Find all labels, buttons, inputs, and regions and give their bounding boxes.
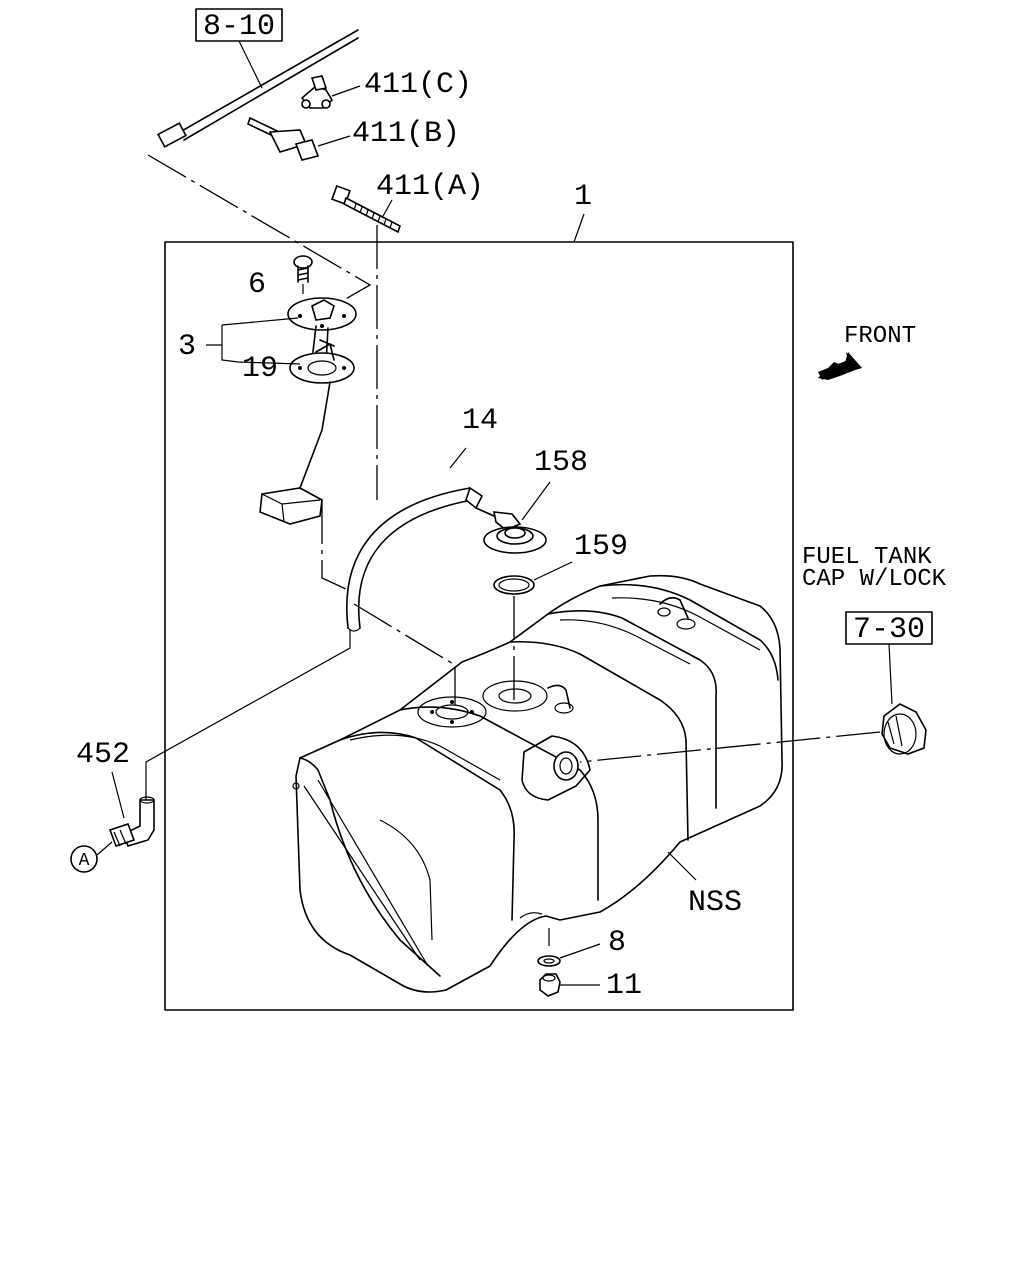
label-19: 19 — [242, 352, 278, 386]
fuel-sender-3 — [287, 297, 357, 331]
label-14: 14 — [462, 404, 498, 438]
connector-411b — [247, 116, 320, 161]
harness-clip — [157, 122, 187, 148]
gasket-159 — [493, 575, 535, 595]
cable-tie-411a — [331, 185, 401, 234]
cap-note-line2: CAP W/LOCK — [802, 566, 947, 593]
washer-8 — [537, 955, 561, 967]
label-411b: 411(B) — [352, 117, 460, 151]
assembly-frame — [164, 241, 794, 1011]
screw-6 — [293, 255, 313, 283]
circle-a-icon: A — [70, 845, 98, 873]
label-3: 3 — [178, 330, 196, 364]
label-411c: 411(C) — [364, 68, 472, 102]
label-nss: NSS — [688, 886, 742, 920]
label-11: 11 — [606, 969, 642, 1003]
float-arm — [299, 381, 331, 489]
label-159: 159 — [574, 530, 628, 564]
fuel-float — [259, 487, 323, 525]
label-452: 452 — [76, 738, 130, 772]
fuel-tank-1 — [292, 574, 783, 993]
line-to-452 — [145, 630, 351, 800]
float-dash-line — [321, 500, 349, 591]
svg-text:A: A — [79, 851, 90, 871]
fitting-158 — [475, 507, 547, 554]
front-label: FRONT — [844, 323, 916, 350]
label-6: 6 — [248, 268, 266, 302]
harness-wire — [179, 29, 359, 141]
label-158: 158 — [534, 446, 588, 480]
nut-11 — [539, 973, 561, 997]
ref-8-10-label[interactable]: 8-10 — [203, 10, 275, 44]
hose-14 — [346, 487, 471, 629]
fuel-pump-19 — [289, 325, 355, 384]
ref-7-30-label[interactable]: 7-30 — [853, 613, 925, 647]
fuel-cap-lock — [881, 703, 927, 755]
ref-8-10-leader — [238, 40, 263, 89]
elbow-452 — [108, 796, 155, 848]
label-411a: 411(A) — [376, 170, 484, 204]
label-1: 1 — [574, 180, 592, 214]
label-8: 8 — [608, 926, 626, 960]
cap-note-line1: FUEL TANK — [802, 544, 932, 571]
clip-411c — [300, 75, 334, 109]
